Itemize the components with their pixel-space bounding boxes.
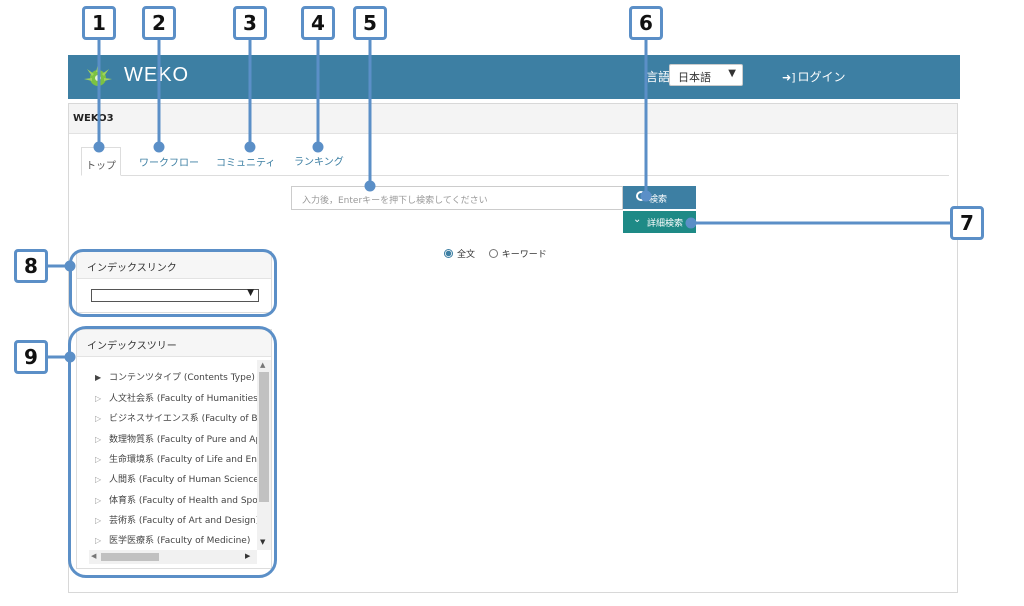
scroll-right-icon[interactable]: ▶ — [245, 552, 251, 560]
callout-badge-4: 4 — [301, 6, 335, 40]
tree-item[interactable]: ▷体育系 (Faculty of Health and Sport Scienc… — [95, 496, 259, 506]
scroll-down-icon[interactable]: ▼ — [260, 538, 266, 546]
scroll-left-icon[interactable]: ◀ — [91, 552, 97, 560]
search-type-options: 全文 キーワード — [444, 247, 547, 260]
triangle-right-outline-icon: ▷ — [95, 394, 102, 403]
tabs-divider — [81, 175, 949, 176]
callout-badge-7: 7 — [950, 206, 984, 240]
scroll-up-icon[interactable]: ▲ — [260, 361, 266, 369]
sign-in-icon: ➜] — [782, 71, 796, 84]
tree-item[interactable]: ▶コンテンツタイプ (Contents Type) — [95, 373, 255, 383]
keyword-label: キーワード — [501, 250, 547, 260]
language-select[interactable]: 日本語 ▼ — [669, 64, 743, 86]
search-input[interactable]: 入力後，Enterキーを押下し検索してください — [291, 186, 623, 210]
callout-badge-5: 5 — [353, 6, 387, 40]
index-link-select[interactable]: ▼ — [91, 288, 259, 302]
callout-ring-8 — [69, 249, 277, 317]
tab-workflow[interactable]: ワークフロー — [139, 158, 199, 169]
chevron-down-icon: ⌄ — [633, 214, 642, 225]
triangle-right-outline-icon: ▷ — [95, 455, 102, 464]
advanced-search-label: 詳細検索 — [647, 219, 684, 229]
vertical-scroll-thumb[interactable] — [259, 372, 269, 502]
tree-item[interactable]: ▷人間系 (Faculty of Human Sciences) — [95, 475, 259, 485]
search-button[interactable]: 検索 — [623, 186, 696, 209]
login-label: ログイン — [797, 70, 846, 84]
index-link-widget: インデックスリンク ▼ — [76, 251, 272, 313]
tree-item[interactable]: ▷ビジネスサイエンス系 (Faculty of Business Science… — [95, 414, 259, 424]
callout-badge-8: 8 — [14, 249, 48, 283]
callout-badge-1: 1 — [82, 6, 116, 40]
triangle-right-outline-icon: ▷ — [95, 435, 102, 444]
index-tree-widget: インデックスツリー ▶コンテンツタイプ (Contents Type) ▷人文社… — [76, 329, 272, 569]
caret-down-icon: ▼ — [247, 288, 254, 298]
tree-item[interactable]: ▷生命環境系 (Faculty of Life and Environmenta… — [95, 455, 259, 465]
callout-ring-9 — [68, 326, 277, 578]
panel-header: WEKO3 — [69, 104, 957, 134]
keyword-radio[interactable] — [488, 249, 498, 258]
horizontal-scroll-thumb[interactable] — [101, 553, 159, 561]
tab-community[interactable]: コミュニティ — [216, 158, 276, 169]
callout-badge-9: 9 — [14, 340, 48, 374]
triangle-right-icon: ▶ — [95, 373, 102, 382]
page-title: WEKO3 — [73, 113, 114, 124]
login-link[interactable]: ➜]ログイン — [782, 68, 846, 85]
tree-item[interactable]: ▷芸術系 (Faculty of Art and Design) — [95, 516, 259, 526]
index-link-title: インデックスリンク — [77, 252, 271, 279]
language-value: 日本語 — [678, 71, 711, 84]
language-label: 言語: — [646, 70, 675, 84]
vertical-scrollbar[interactable]: ▲ ▼ — [257, 360, 271, 550]
index-tree-body: ▶コンテンツタイプ (Contents Type) ▷人文社会系 (Facult… — [83, 360, 271, 568]
tab-ranking[interactable]: ランキング — [294, 157, 344, 168]
triangle-right-outline-icon: ▷ — [95, 536, 102, 545]
horizontal-scrollbar[interactable]: ◀ ▶ — [89, 550, 257, 564]
search-button-label: 検索 — [649, 195, 668, 205]
callout-badge-6: 6 — [629, 6, 663, 40]
tree-item[interactable]: ▷医学医療系 (Faculty of Medicine) — [95, 536, 251, 546]
logo-text[interactable]: WEKO — [124, 64, 190, 86]
triangle-right-outline-icon: ▷ — [95, 475, 102, 484]
app-header: WEKO 言語: 日本語 ▼ ➜]ログイン — [68, 55, 960, 99]
fulltext-label: 全文 — [457, 250, 476, 260]
tree-item[interactable]: ▷数理物質系 (Faculty of Pure and Applied Scie… — [95, 435, 259, 445]
fulltext-radio[interactable] — [444, 249, 453, 258]
caret-down-icon: ▼ — [728, 68, 736, 79]
index-tree-title: インデックスツリー — [77, 330, 271, 357]
triangle-right-outline-icon: ▷ — [95, 496, 102, 505]
callout-badge-3: 3 — [233, 6, 267, 40]
triangle-right-outline-icon: ▷ — [95, 414, 102, 423]
callout-badge-2: 2 — [142, 6, 176, 40]
triangle-right-outline-icon: ▷ — [95, 516, 102, 525]
tree-item[interactable]: ▷人文社会系 (Faculty of Humanities and Social… — [95, 394, 259, 404]
advanced-search-button[interactable]: ⌄ 詳細検索 — [623, 211, 696, 233]
